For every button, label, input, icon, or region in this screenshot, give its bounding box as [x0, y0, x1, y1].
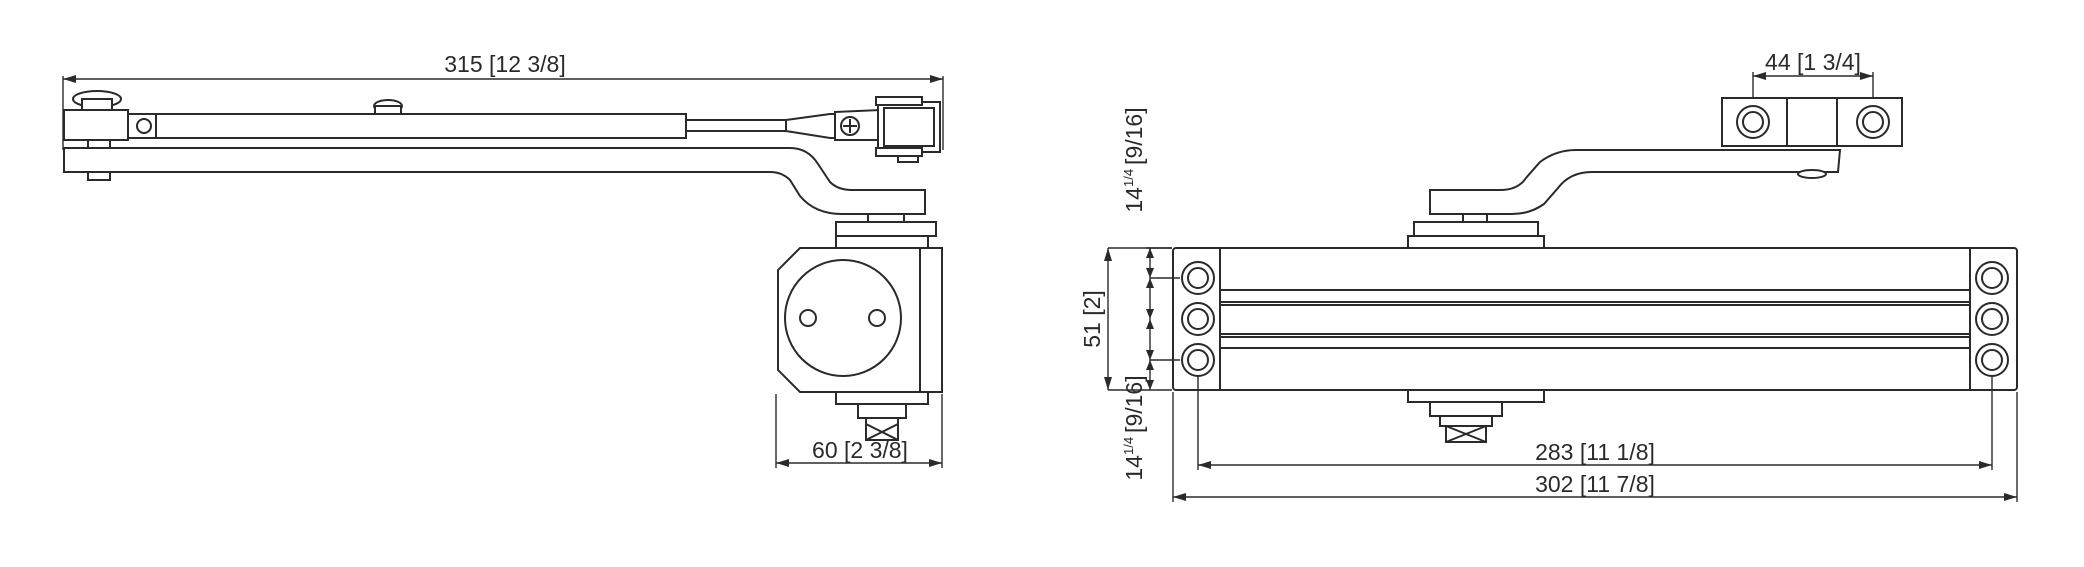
closer-body-front: [1172, 247, 2018, 391]
top-margin-main: 14: [1121, 187, 1147, 213]
shoe-spacing-label: 44 [1 3/4]: [1765, 49, 1861, 75]
closer-body-side: [777, 213, 943, 441]
overall-length-label: 315 [12 3/8]: [444, 51, 566, 77]
body-depth-label: 60 [2 3/8]: [812, 437, 908, 463]
shoe-spacing-dimension: 44 [1 3/4]: [1752, 49, 1874, 118]
bottom-margin-sup: 1/4: [1121, 437, 1136, 455]
vertical-dimensions: 51 [2] 141/4[9/16] 141/4[9/16]: [1079, 107, 1180, 481]
body-height-label: 51 [2]: [1079, 290, 1105, 348]
hole-spacing-dimension: 283 [11 1/8]: [1197, 376, 1993, 470]
closer-arm: [63, 90, 941, 215]
top-margin-bracket: [9/16]: [1121, 107, 1147, 165]
front-view: 44 [1 3/4]: [1079, 49, 2018, 502]
bottom-margin-main: 14: [1121, 455, 1147, 481]
top-margin-sup: 1/4: [1121, 169, 1136, 187]
overall-width-dimension: 302 [11 7/8]: [1172, 392, 2018, 502]
arm-shoe: [1721, 97, 1903, 147]
bottom-margin-label: 141/4 [9/16]: [1121, 375, 1147, 480]
bottom-pinion-fitting: [1407, 389, 1545, 443]
top-margin-label: 141/4 [9/16]: [1121, 107, 1147, 212]
bottom-margin-bracket: [9/16]: [1121, 375, 1147, 433]
top-pinion-fitting: [1407, 213, 1545, 249]
overall-length-dimension: 315 [12 3/8]: [62, 51, 944, 150]
body-depth-dimension: 60 [2 3/8]: [775, 394, 943, 468]
closer-arm-front: [1429, 149, 1842, 215]
side-view: 315 [12 3/8]: [62, 51, 944, 468]
hole-spacing-label: 283 [11 1/8]: [1535, 439, 1655, 465]
overall-width-label: 302 [11 7/8]: [1535, 471, 1655, 497]
